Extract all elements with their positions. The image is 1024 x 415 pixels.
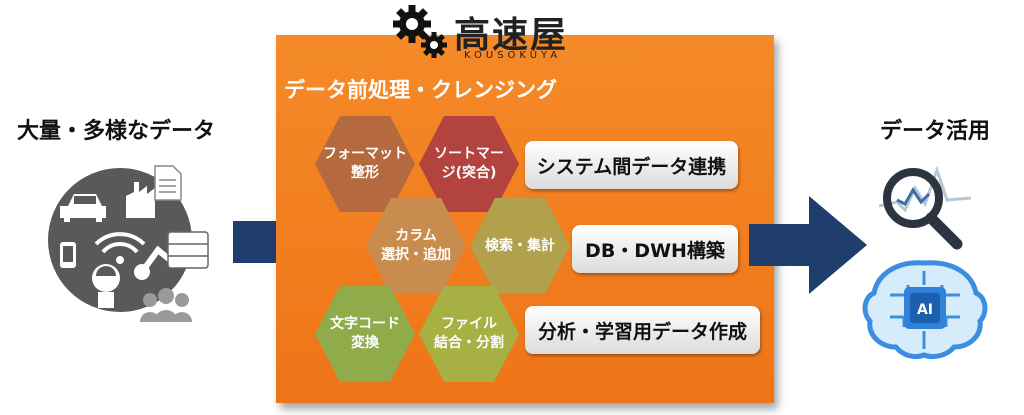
ai-brain-icon: AI xyxy=(860,255,990,367)
data-sources-cluster xyxy=(40,160,240,330)
pill-db-dwh: DB・DWH構築 xyxy=(572,225,738,273)
gear-logo-icon xyxy=(393,5,447,58)
logo-subtitle: KOUSOKUYA xyxy=(464,50,562,61)
svg-text:AI: AI xyxy=(917,302,933,318)
smartphone-icon xyxy=(60,242,76,268)
pill-system-integration: システム間データ連携 xyxy=(525,141,738,189)
magnifier-chart-icon xyxy=(875,158,975,257)
logo: 高速屋 KOUSOKUYA xyxy=(390,2,610,64)
car-icon xyxy=(60,194,106,222)
database-icon xyxy=(167,231,209,269)
factory-icon xyxy=(126,182,155,218)
people-icon xyxy=(140,288,192,322)
robot-arm-icon xyxy=(134,245,173,280)
document-icon xyxy=(154,165,182,201)
panel-title: データ前処理・クレンジング xyxy=(284,78,557,102)
wifi-icon xyxy=(94,232,146,264)
input-data-title: 大量・多様なデータ xyxy=(17,119,216,144)
pill-analysis-data: 分析・学習用データ作成 xyxy=(525,306,760,354)
logo-brand: 高速屋 xyxy=(454,15,569,56)
output-title: データ活用 xyxy=(880,119,991,144)
worker-icon xyxy=(92,264,120,308)
output-arrow xyxy=(749,196,867,298)
